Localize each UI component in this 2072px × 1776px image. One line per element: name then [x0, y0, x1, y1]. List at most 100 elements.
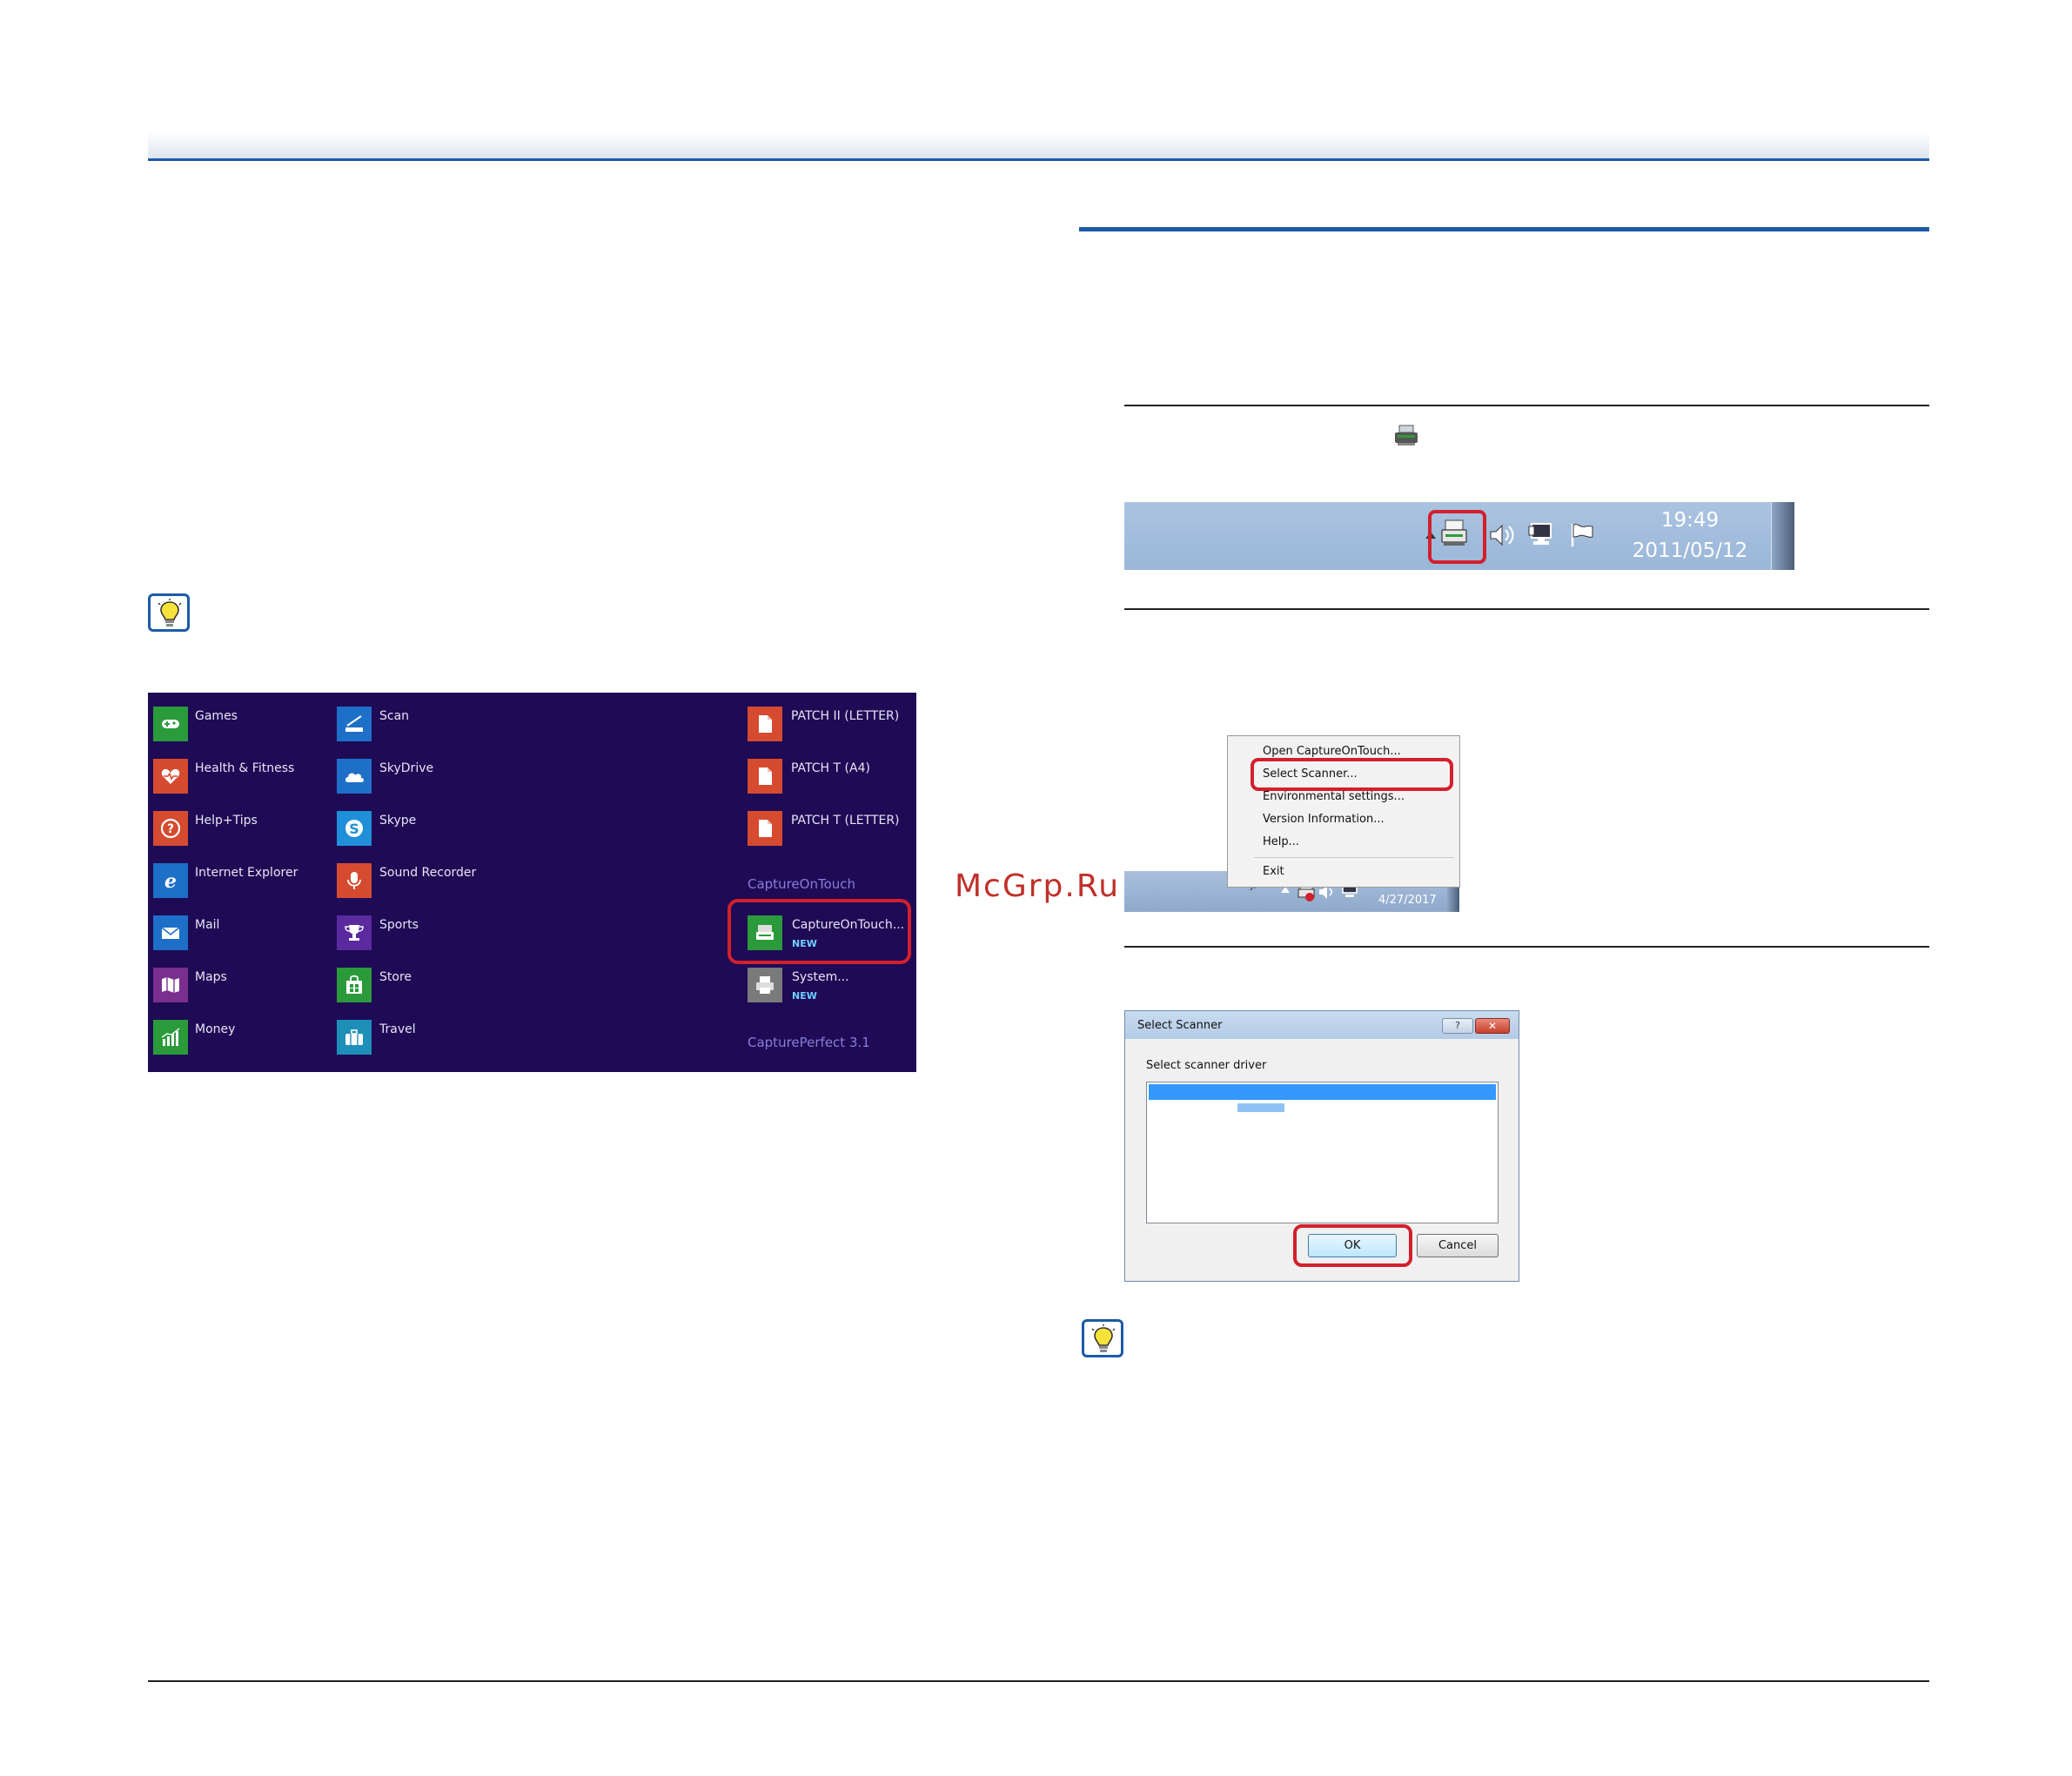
clock-date[interactable]: 2011/05/12	[1632, 540, 1748, 562]
menu-item-open-captureontouch[interactable]: Open CaptureOnTouch...	[1263, 745, 1401, 758]
tile-label: Scan	[379, 709, 410, 723]
dialog-title: Select Scanner	[1137, 1019, 1223, 1032]
hint-lightbulb-icon	[1082, 1319, 1123, 1357]
tile-sound-recorder[interactable]	[337, 863, 372, 898]
action-center-flag-icon[interactable]	[1568, 521, 1596, 553]
step-rule-3	[1124, 946, 1929, 948]
driver-listbox[interactable]: Canon DR-TWAIN	[1146, 1082, 1499, 1223]
clock-date[interactable]: 4/27/2017	[1378, 894, 1437, 907]
tile-label: CaptureOnTouch...	[792, 918, 905, 932]
clock-time[interactable]: 19:49	[1660, 509, 1720, 532]
menu-item-version-information[interactable]: Version Information...	[1263, 813, 1385, 826]
tile-mail[interactable]	[153, 915, 188, 950]
tile-help-tips[interactable]: ?	[153, 811, 188, 846]
menu-item-exit[interactable]: Exit	[1263, 865, 1284, 878]
tile-patch-ii-letter[interactable]	[748, 707, 782, 741]
document-icon	[759, 767, 772, 785]
mic-icon	[347, 872, 361, 889]
new-badge: NEW	[792, 938, 817, 949]
tile-label: PATCH T (A4)	[791, 761, 870, 775]
tile-label: PATCH II (LETTER)	[791, 709, 900, 723]
printer-icon	[756, 976, 774, 994]
svg-text:?: ?	[167, 822, 174, 836]
heart-icon	[161, 768, 180, 784]
tile-patch-t-letter[interactable]	[748, 811, 782, 846]
section-heading-rule	[1079, 227, 1929, 231]
tile-label: Maps	[195, 970, 227, 984]
new-badge: NEW	[792, 990, 817, 1002]
menu-separator	[1254, 857, 1454, 858]
store-icon	[346, 975, 362, 994]
driver-list-item[interactable]: Canon DR-TWAIN	[1149, 1084, 1496, 1114]
document-icon	[759, 715, 772, 733]
tile-sports[interactable]	[337, 915, 372, 950]
mail-icon	[161, 927, 180, 939]
help-button[interactable]: ?	[1442, 1018, 1473, 1034]
ie-icon: e	[164, 870, 177, 891]
step-rule-1	[1124, 405, 1929, 406]
driver-name-prefix: Canon DR-	[1173, 1101, 1234, 1114]
tray-context-menu: Open CaptureOnTouch... Select Scanner...…	[1227, 735, 1460, 888]
tile-captureontouch[interactable]	[748, 915, 782, 950]
page-header-rule	[148, 158, 1929, 161]
scanner-tray-icon[interactable]	[1439, 518, 1469, 553]
tile-label: System...	[792, 970, 849, 984]
chart-icon	[161, 1028, 180, 1046]
cancel-button[interactable]: Cancel	[1417, 1234, 1499, 1257]
volume-icon[interactable]	[1488, 521, 1516, 553]
svg-text:S: S	[349, 821, 359, 837]
page-footer-rule	[148, 1680, 1929, 1682]
tile-health-fitness[interactable]	[153, 759, 188, 794]
tile-patch-t-a4[interactable]	[748, 759, 782, 794]
volume-icon[interactable]	[1318, 883, 1337, 904]
show-hidden-icons-arrow[interactable]	[1281, 887, 1290, 893]
tile-money[interactable]	[153, 1020, 188, 1055]
tile-scan[interactable]	[337, 707, 372, 741]
tile-label: Skype	[379, 814, 417, 828]
map-icon	[162, 977, 179, 993]
group-header-captureperfect: CapturePerfect 3.1	[748, 1035, 870, 1050]
tile-system[interactable]	[748, 968, 782, 1002]
tile-label: Store	[379, 970, 412, 984]
menu-item-help[interactable]: Help...	[1263, 835, 1300, 848]
close-button[interactable]: ✕	[1475, 1018, 1510, 1034]
ok-button[interactable]: OK	[1308, 1234, 1397, 1257]
tile-label: PATCH T (LETTER)	[791, 814, 900, 828]
driver-list-label: Select scanner driver	[1146, 1059, 1267, 1072]
tile-games[interactable]	[153, 707, 188, 741]
scanner-icon	[756, 925, 774, 940]
highlight-frame	[1293, 1224, 1412, 1267]
tile-maps[interactable]	[153, 968, 188, 1002]
tile-skydrive[interactable]	[337, 759, 372, 794]
tile-label: Sports	[379, 918, 419, 932]
menu-item-environmental-settings[interactable]: Environmental settings...	[1263, 790, 1405, 803]
hint-lightbulb-icon	[148, 593, 190, 632]
tile-label: Games	[195, 709, 238, 723]
tile-travel[interactable]	[337, 1020, 372, 1055]
step-rule-2	[1124, 608, 1929, 610]
show-desktop-button[interactable]	[1771, 502, 1794, 570]
tile-skype[interactable]: S	[337, 811, 372, 846]
highlight-frame	[1251, 758, 1453, 791]
tile-label: Travel	[379, 1022, 416, 1036]
model-mask	[1237, 1102, 1284, 1112]
help-icon: ?	[160, 818, 181, 839]
highlight-frame	[728, 899, 911, 964]
tile-label: Help+Tips	[195, 814, 258, 828]
watermark-text: McGrp.Ru	[955, 868, 1121, 904]
tile-store[interactable]	[337, 968, 372, 1002]
scanner-tray-icon	[1392, 424, 1420, 452]
document-icon	[759, 820, 772, 837]
cloud-icon	[345, 773, 364, 782]
suitcase-icon	[345, 1029, 363, 1045]
gamepad-icon	[162, 720, 179, 728]
tile-internet-explorer[interactable]: e	[153, 863, 188, 898]
network-icon[interactable]	[1528, 521, 1558, 553]
svg-text:e: e	[164, 870, 177, 891]
group-header-captureontouch: CaptureOnTouch	[748, 876, 856, 892]
tile-label: Internet Explorer	[195, 866, 298, 880]
tile-label: Health & Fitness	[195, 761, 295, 775]
menu-item-select-scanner[interactable]: Select Scanner...	[1263, 767, 1358, 781]
scan-icon	[345, 715, 363, 732]
select-scanner-dialog: Select Scanner ? ✕ Select scanner driver…	[1124, 1010, 1519, 1282]
